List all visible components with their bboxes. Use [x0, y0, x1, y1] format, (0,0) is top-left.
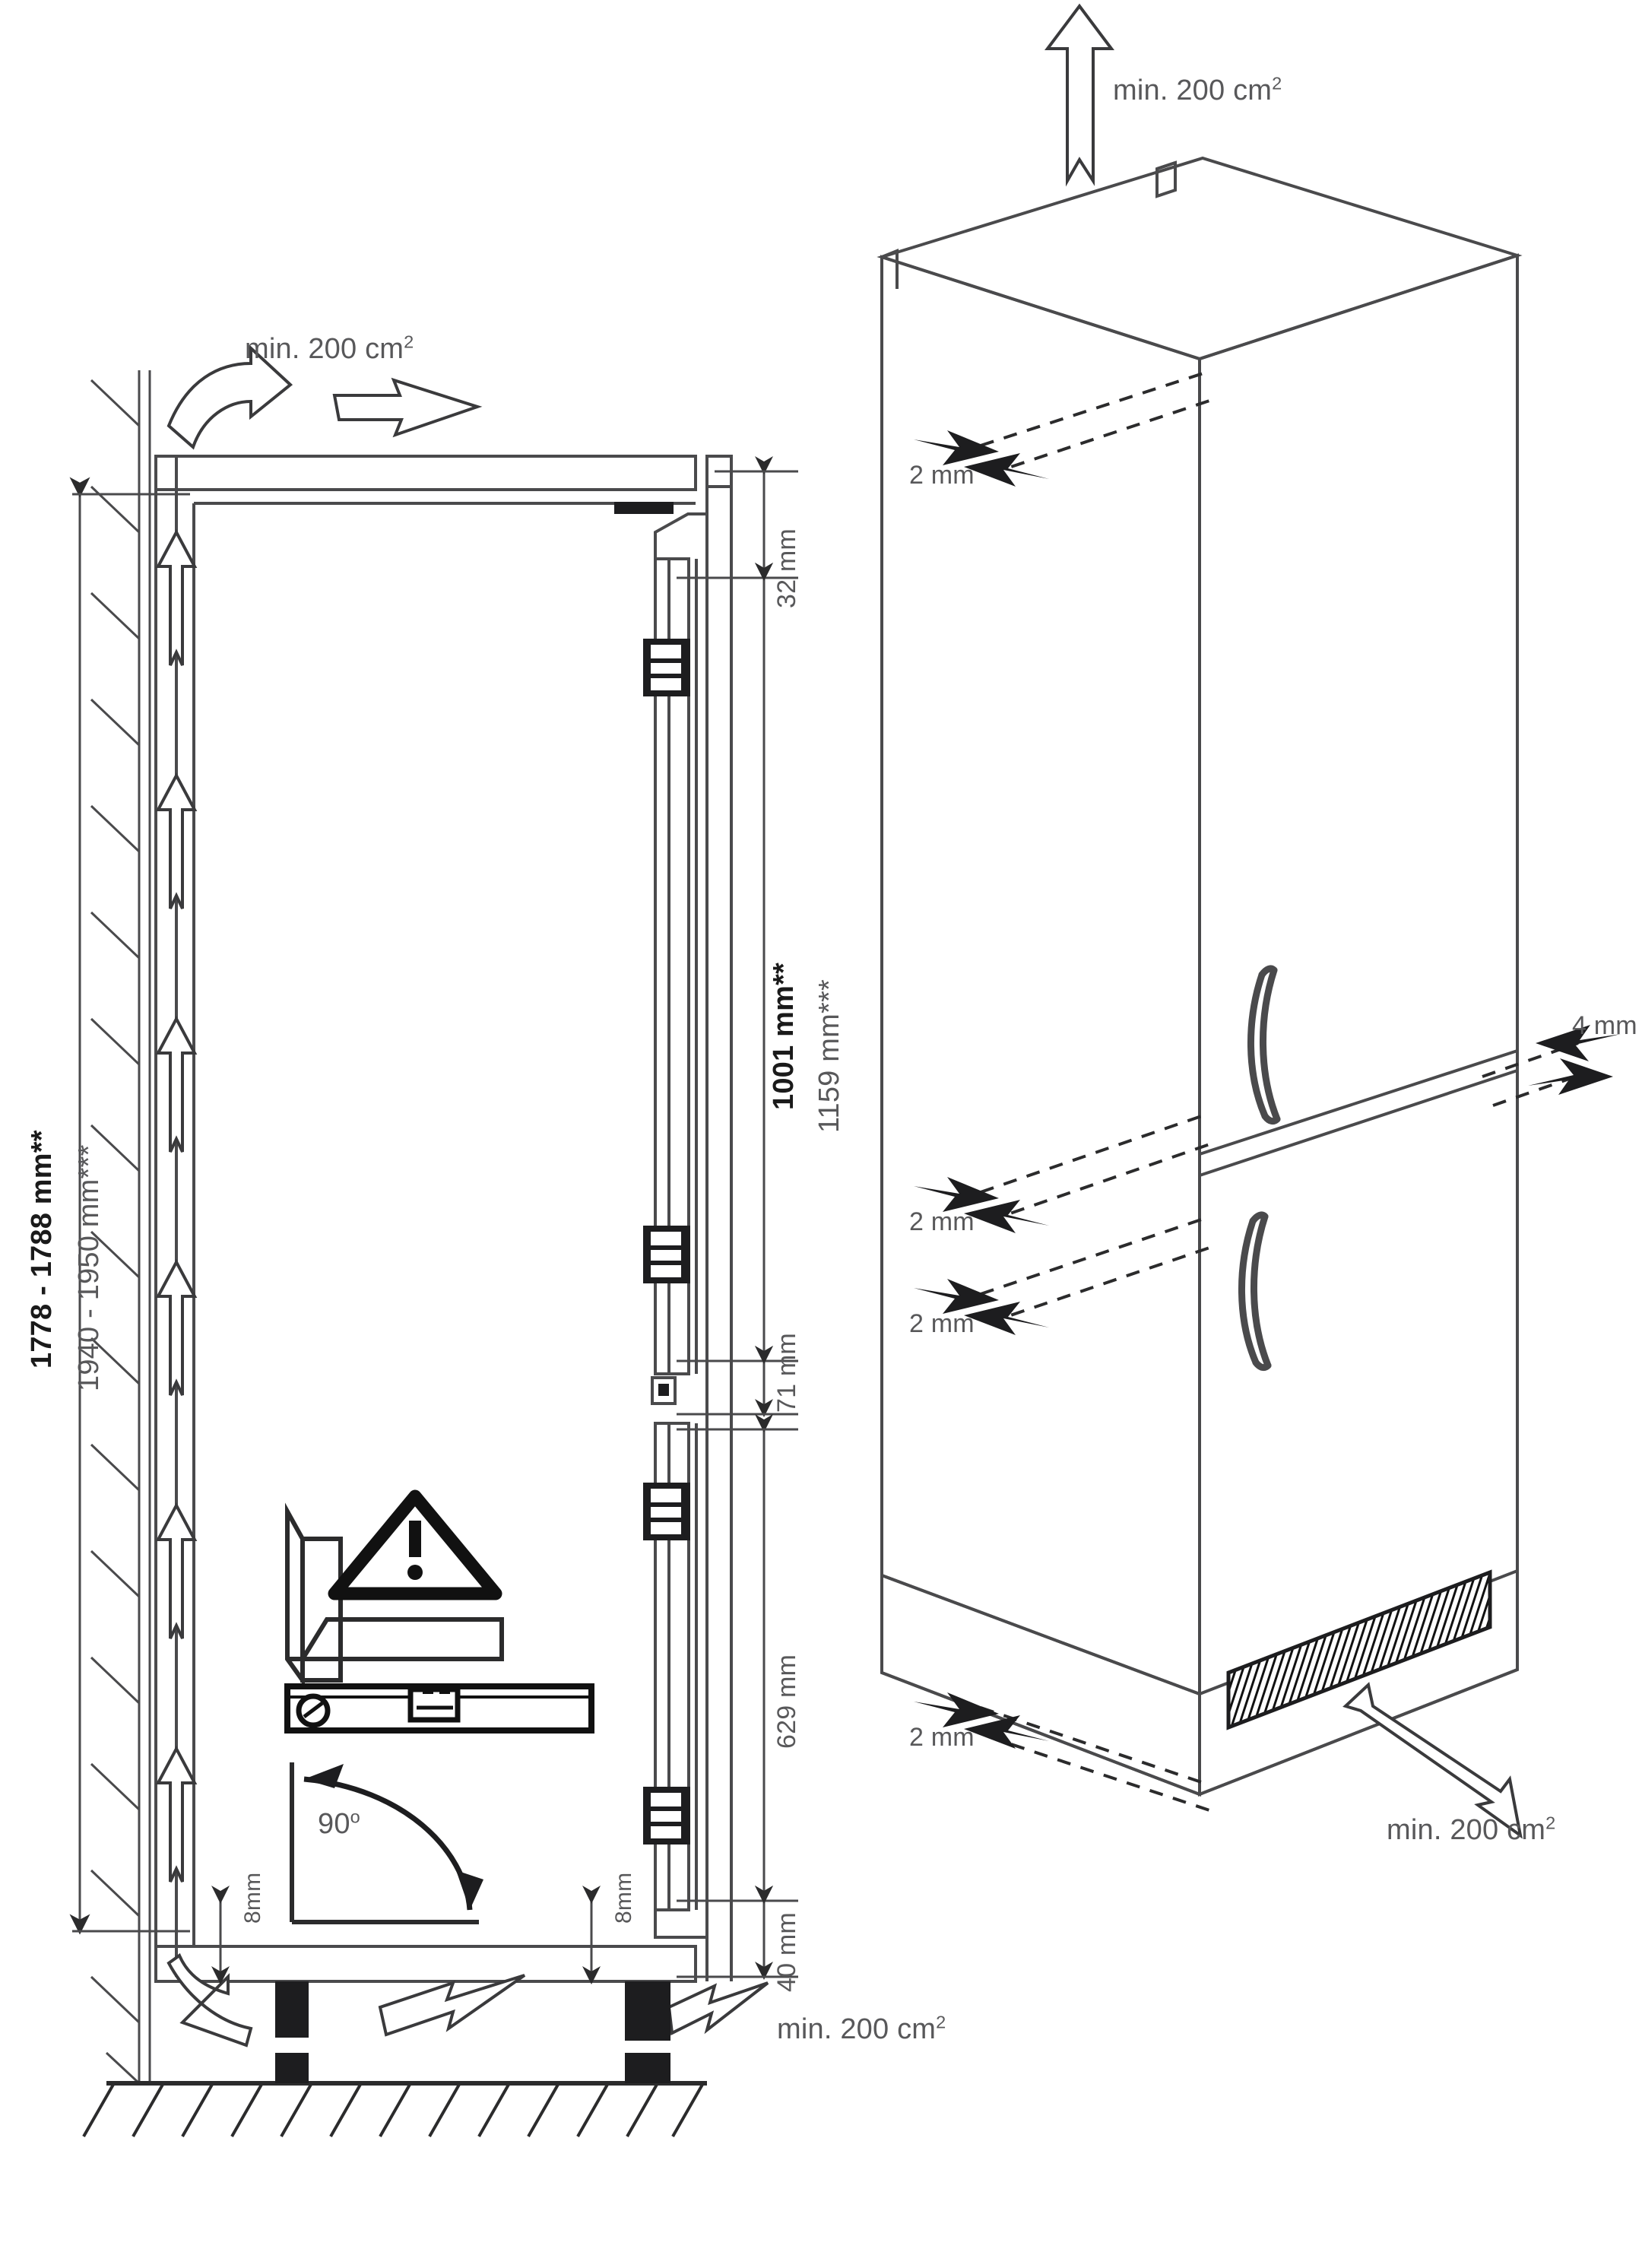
- dim-629mm: [677, 1414, 798, 1904]
- left-niche-section: [69, 344, 798, 2137]
- carpenter-square-icon: [285, 1502, 504, 1688]
- top-exhaust-arrows: [166, 344, 483, 450]
- gap-2mm-bottom: [914, 1692, 1217, 1814]
- dim-71mm-label: 71 mm: [772, 1333, 801, 1413]
- gap-2mm-bottom-label: 2 mm: [909, 1723, 975, 1752]
- dim-8mm-left-label: 8mm: [240, 1872, 265, 1924]
- wall-hatching: [90, 370, 151, 2085]
- gap-4mm-label: 4 mm: [1572, 1011, 1637, 1040]
- gap-2mm-mid-lower: [914, 1215, 1217, 1335]
- bottom-vent-leader-arrow: [1342, 1682, 1523, 1839]
- angle-90-label: 90o: [318, 1806, 360, 1840]
- dim-629mm-label: 629 mm: [772, 1654, 801, 1749]
- hinge-brackets: [643, 639, 690, 1845]
- degree-superscript: o: [350, 1806, 360, 1827]
- dim-32mm-label: 32 mm: [772, 528, 801, 608]
- dim-71mm: [677, 1346, 798, 1417]
- dim-40mm: [677, 1886, 798, 1980]
- gap-2mm-mid-upper: [914, 1112, 1217, 1233]
- right-appliance-isometric: [876, 3, 1621, 1839]
- cm2-superscript: 2: [404, 331, 414, 352]
- bottom-intake-arrows: [166, 1952, 769, 2048]
- gap-2mm-mid-upper-label: 2 mm: [909, 1207, 975, 1236]
- cm2-superscript: 2: [1272, 73, 1282, 94]
- right-bottom-ventilation-label: min. 200 cm2: [1387, 1813, 1556, 1846]
- right-top-ventilation-label: min. 200 cm2: [1113, 73, 1282, 106]
- left-top-ventilation-label: min. 200 cm2: [245, 331, 414, 365]
- airflow-up-arrows: [155, 528, 198, 1883]
- appliance-body: [876, 156, 1523, 1797]
- cm2-superscript: 2: [1545, 1813, 1556, 1833]
- dim-8mm-right-label: 8mm: [611, 1872, 636, 1924]
- dim-upper-door-primary-label: 1001 mm**: [768, 962, 800, 1110]
- dim-upper-door-secondary-label: 1159 mm***: [813, 979, 845, 1133]
- angle-90-indicator: [290, 1762, 483, 1924]
- left-bottom-ventilation-label: min. 200 cm2: [777, 2012, 946, 2045]
- floor-hatching: [82, 2081, 707, 2137]
- warning-triangle-icon: [328, 1489, 502, 1600]
- niche-height-secondary-label: 1940 - 1950 mm***: [73, 1144, 105, 1391]
- niche-height-primary-label: 1778 - 1788 mm**: [26, 1130, 58, 1369]
- spirit-level-icon: [284, 1683, 594, 1734]
- gap-2mm-top-label: 2 mm: [909, 461, 975, 490]
- plinth-feet: [275, 1981, 670, 2083]
- gap-4mm-side: [1482, 1025, 1621, 1107]
- dim-32mm: [677, 456, 798, 581]
- top-vent-arrow: [1044, 3, 1114, 187]
- door-handle-upper: [1247, 965, 1281, 1125]
- gap-2mm-top: [914, 370, 1217, 487]
- dim-40mm-label: 40 mm: [772, 1912, 801, 1992]
- door-handle-lower: [1238, 1211, 1272, 1372]
- dim-niche-height: [69, 477, 190, 1935]
- cm2-superscript: 2: [936, 2012, 946, 2032]
- niche-carcass: [154, 455, 697, 1983]
- dim-upper-door: [677, 563, 798, 1364]
- gap-2mm-mid-lower-label: 2 mm: [909, 1309, 975, 1338]
